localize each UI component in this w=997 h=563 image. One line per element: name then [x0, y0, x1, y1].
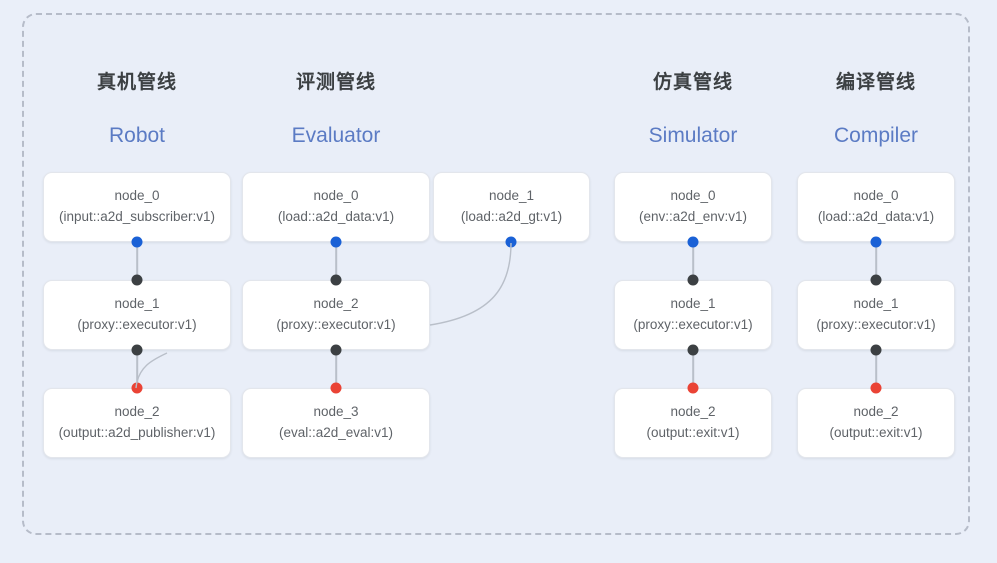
node-type: (load::a2d_data:v1) — [817, 209, 935, 224]
node-id: node_3 — [313, 404, 359, 420]
node-id: node_0 — [313, 188, 359, 204]
edge-line — [335, 350, 337, 388]
node-type: (input::a2d_subscriber:v1) — [58, 209, 216, 224]
node-box[interactable]: node_0 (env::a2d_env:v1) — [614, 172, 772, 242]
port-output-blue — [505, 236, 517, 248]
node-id: node_1 — [488, 188, 535, 204]
column-subtitle-simulator: Simulator — [648, 124, 738, 147]
node-box[interactable]: node_2 (proxy::executor:v1) — [242, 280, 430, 350]
node-id: node_1 — [853, 296, 899, 312]
port-input-red — [131, 382, 143, 394]
node-box[interactable]: node_0 (load::a2d_data:v1) — [797, 172, 955, 242]
node-type: (output::exit:v1) — [646, 425, 740, 440]
edge-line — [692, 242, 694, 280]
edge-line — [335, 242, 337, 280]
node-type: (proxy::executor:v1) — [633, 317, 753, 332]
node-type: (proxy::executor:v1) — [816, 317, 936, 332]
port-input-red — [870, 382, 882, 394]
node-id: node_0 — [114, 188, 160, 204]
node-box[interactable]: node_2 (output::exit:v1) — [797, 388, 955, 458]
node-id: node_2 — [114, 404, 160, 420]
node-type: (env::a2d_env:v1) — [638, 209, 748, 224]
port-input-black — [687, 274, 699, 286]
node-id: node_2 — [313, 296, 359, 312]
node-type: (load::a2d_gt:v1) — [460, 209, 563, 224]
port-input-black — [870, 274, 882, 286]
port-output-black — [687, 344, 699, 356]
port-output-blue — [330, 236, 342, 248]
node-id: node_0 — [670, 188, 716, 204]
node-type: (output::exit:v1) — [829, 425, 923, 440]
port-input-black — [131, 274, 143, 286]
edge-line — [875, 350, 877, 388]
port-output-blue — [131, 236, 143, 248]
pipeline-column-compiler: 编译管线 Compiler node_0 (load::a2d_data:v1)… — [797, 15, 955, 533]
port-input-black — [330, 274, 342, 286]
node-type: (proxy::executor:v1) — [276, 317, 396, 332]
node-type: (eval::a2d_eval:v1) — [278, 425, 394, 440]
node-box[interactable]: node_2 (output::a2d_publisher:v1) — [43, 388, 231, 458]
node-type: (output::a2d_publisher:v1) — [58, 425, 216, 440]
column-title-robot: 真机管线 — [96, 72, 177, 93]
pipeline-column-simulator: 仿真管线 Simulator node_0 (env::a2d_env:v1) … — [614, 15, 772, 533]
port-input-red — [330, 382, 342, 394]
node-box[interactable]: node_0 (load::a2d_data:v1) — [242, 172, 430, 242]
pipeline-columns: 真机管线 Robot node_0 (input::a2d_subscriber… — [24, 15, 968, 533]
port-output-black — [330, 344, 342, 356]
edge-line — [136, 242, 138, 280]
node-id: node_2 — [670, 404, 716, 420]
pipeline-column-evaluator: 评测管线 Evaluator node_0 (load::a2d_data:v1… — [242, 15, 430, 533]
column-title-evaluator: 评测管线 — [295, 72, 376, 93]
node-box[interactable]: node_3 (eval::a2d_eval:v1) — [242, 388, 430, 458]
port-input-red — [687, 382, 699, 394]
pipeline-side-node-gt: node_1 (load::a2d_gt:v1) — [433, 15, 590, 533]
node-id: node_1 — [670, 296, 716, 312]
pipeline-column-robot: 真机管线 Robot node_0 (input::a2d_subscriber… — [43, 15, 231, 533]
node-box[interactable]: node_1 (proxy::executor:v1) — [797, 280, 955, 350]
node-box[interactable]: node_1 (load::a2d_gt:v1) — [433, 172, 590, 242]
node-id: node_1 — [114, 296, 160, 312]
port-output-blue — [687, 236, 699, 248]
port-output-blue — [870, 236, 882, 248]
node-id: node_2 — [853, 404, 899, 420]
port-output-black — [870, 344, 882, 356]
edge-line — [692, 350, 694, 388]
column-title-compiler: 编译管线 — [835, 72, 916, 93]
port-output-black — [131, 344, 143, 356]
pipeline-panel: 真机管线 Robot node_0 (input::a2d_subscriber… — [22, 13, 970, 535]
node-id: node_0 — [853, 188, 899, 204]
edge-line — [875, 242, 877, 280]
column-subtitle-evaluator: Evaluator — [291, 124, 381, 147]
node-box[interactable]: node_0 (input::a2d_subscriber:v1) — [43, 172, 231, 242]
node-box[interactable]: node_1 (proxy::executor:v1) — [43, 280, 231, 350]
node-box[interactable]: node_1 (proxy::executor:v1) — [614, 280, 772, 350]
node-box[interactable]: node_2 (output::exit:v1) — [614, 388, 772, 458]
column-subtitle-compiler: Compiler — [833, 124, 919, 147]
column-title-simulator: 仿真管线 — [652, 72, 733, 93]
column-subtitle-robot: Robot — [108, 124, 166, 147]
node-type: (load::a2d_data:v1) — [277, 209, 395, 224]
node-type: (proxy::executor:v1) — [77, 317, 197, 332]
